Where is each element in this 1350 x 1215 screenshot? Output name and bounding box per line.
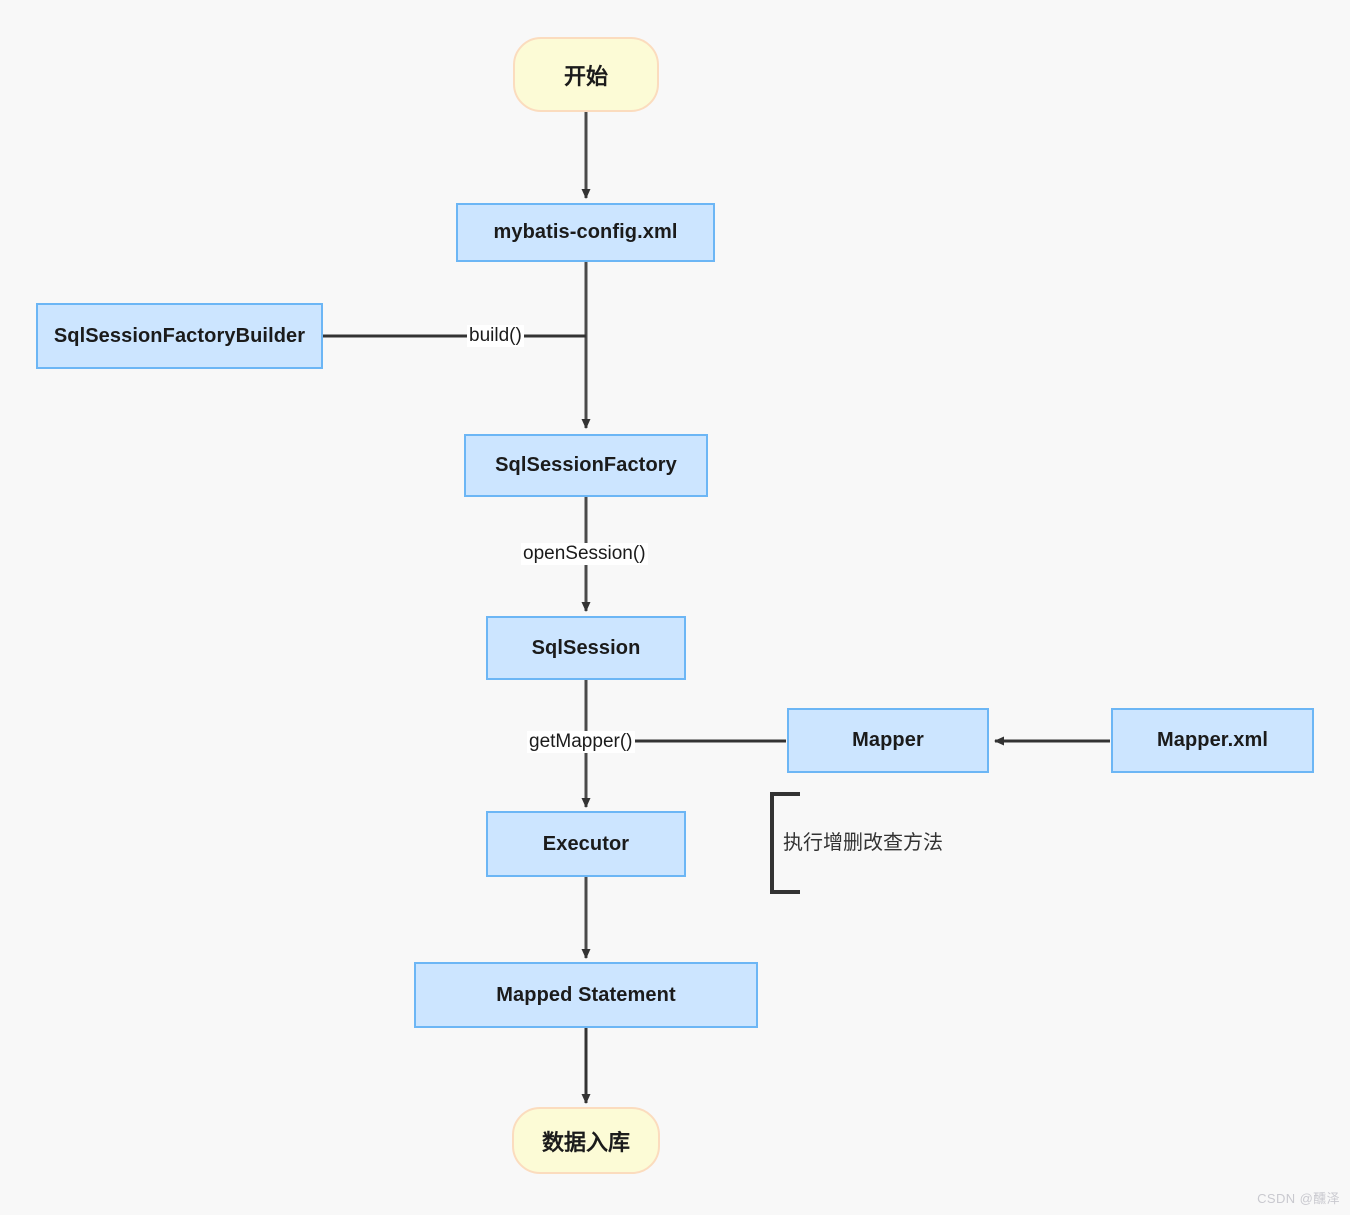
node-mapped-statement[interactable]: Mapped Statement [414, 962, 758, 1028]
node-mapper-xml-label: Mapper.xml [1156, 729, 1269, 751]
edge-label-open-session: openSession() [521, 543, 648, 565]
node-sqlsessionfactorybuilder-label: SqlSessionFactoryBuilder [53, 324, 306, 347]
annotation-bracket [770, 792, 800, 894]
edge-label-get-mapper: getMapper() [527, 731, 635, 753]
edge-label-build: build() [467, 325, 524, 347]
node-mybatis-config-xml-label: mybatis-config.xml [493, 221, 678, 243]
node-mybatis-config-xml[interactable]: mybatis-config.xml [456, 203, 715, 262]
node-start-label: 开始 [563, 63, 608, 89]
node-mapper-label: Mapper [852, 729, 924, 751]
node-sqlsessionfactorybuilder[interactable]: SqlSessionFactoryBuilder [36, 303, 323, 369]
node-mapper-xml[interactable]: Mapper.xml [1111, 708, 1314, 773]
watermark-label: CSDN @醺泽 [1257, 1191, 1340, 1206]
annotation-crud-methods: 执行增删改查方法 [783, 832, 943, 854]
node-sqlsessionfactory[interactable]: SqlSessionFactory [464, 434, 708, 497]
node-sqlsession[interactable]: SqlSession [486, 616, 686, 680]
node-end[interactable]: 数据入库 [512, 1107, 660, 1174]
node-mapped-statement-label: Mapped Statement [496, 983, 676, 1006]
node-executor-label: Executor [542, 832, 630, 855]
node-start[interactable]: 开始 [513, 37, 659, 112]
node-mapper[interactable]: Mapper [787, 708, 989, 773]
node-sqlsessionfactory-label: SqlSessionFactory [495, 454, 677, 476]
node-end-label: 数据入库 [541, 1129, 630, 1155]
node-executor[interactable]: Executor [486, 811, 686, 877]
node-sqlsession-label: SqlSession [531, 636, 641, 659]
